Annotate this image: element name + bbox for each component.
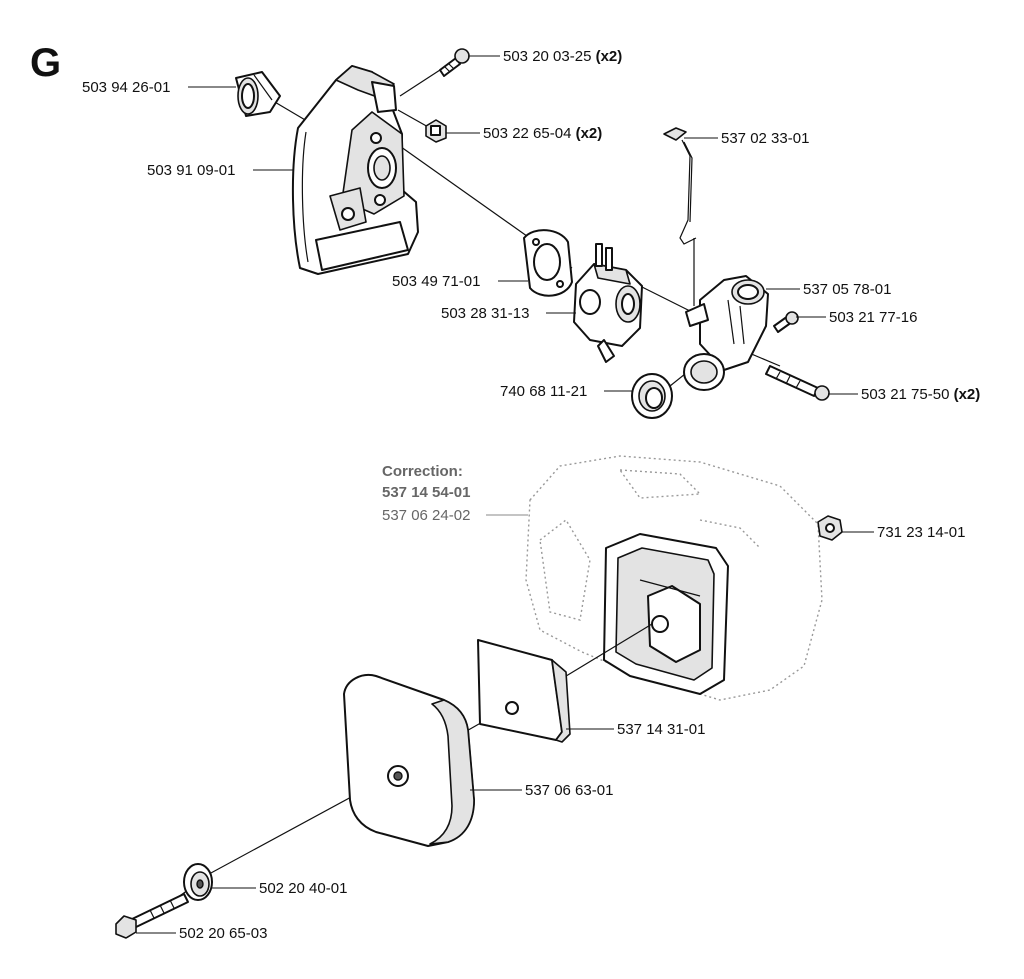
screw-small-part: [773, 311, 799, 333]
hex-nut-part: [817, 515, 843, 541]
screw-top-part: [439, 48, 470, 77]
part-number-503-20-03-25: 503 20 03-25 (x2): [503, 48, 622, 65]
bolt-bottom-part: [115, 893, 189, 939]
part-number-502-20-40-01: 502 20 40-01: [259, 880, 347, 897]
carburetor-housing-part: [291, 65, 419, 275]
nut-insert-part: [425, 119, 447, 143]
part-number-503-91-09-01: 503 91 09-01: [147, 162, 235, 179]
correction-heading: Correction:: [382, 463, 463, 480]
correction-old-number: 537 06 24-02: [382, 507, 470, 524]
correction-new-number: 537 14 54-01: [382, 484, 470, 501]
air-filter-element-part: [477, 639, 571, 743]
part-number-731-23-14-01: 731 23 14-01: [877, 524, 965, 541]
part-number-537-06-63-01: 537 06 63-01: [525, 782, 613, 799]
part-number-503-94-26-01: 503 94 26-01: [82, 79, 170, 96]
seal-ring-part: [631, 373, 673, 419]
part-number-503-21-77-16: 503 21 77-16: [829, 309, 917, 326]
knob-part: [183, 863, 213, 901]
part-number-502-20-65-03: 502 20 65-03: [179, 925, 267, 942]
part-number-503-28-31-13: 503 28 31-13: [441, 305, 529, 322]
long-bolt-part: [765, 365, 830, 401]
part-number-503-49-71-01: 503 49 71-01: [392, 273, 480, 290]
part-number-537-14-31-01: 537 14 31-01: [617, 721, 705, 738]
throttle-rod-part: [663, 127, 697, 245]
part-number-537-02-33-01: 537 02 33-01: [721, 130, 809, 147]
carburetor-part: [573, 243, 643, 363]
section-letter: G: [30, 41, 61, 85]
intake-frame-part: [603, 533, 729, 695]
gasket-part: [523, 229, 573, 297]
intake-grommet-part: [235, 71, 281, 117]
part-number-537-05-78-01: 537 05 78-01: [803, 281, 891, 298]
air-filter-cover-part: [343, 674, 475, 847]
correction-note: Correction: 537 14 54-01 537 06 24-02: [382, 463, 528, 524]
intake-adapter-part: [683, 275, 769, 391]
part-number-503-22-65-04: 503 22 65-04 (x2): [483, 125, 602, 142]
part-callouts: 503 94 26-01 503 20 03-25 (x2) 503 22 65…: [82, 48, 980, 942]
part-number-503-21-75-50: 503 21 75-50 (x2): [861, 386, 980, 403]
part-number-740-68-11-21: 740 68 11-21: [500, 383, 587, 400]
